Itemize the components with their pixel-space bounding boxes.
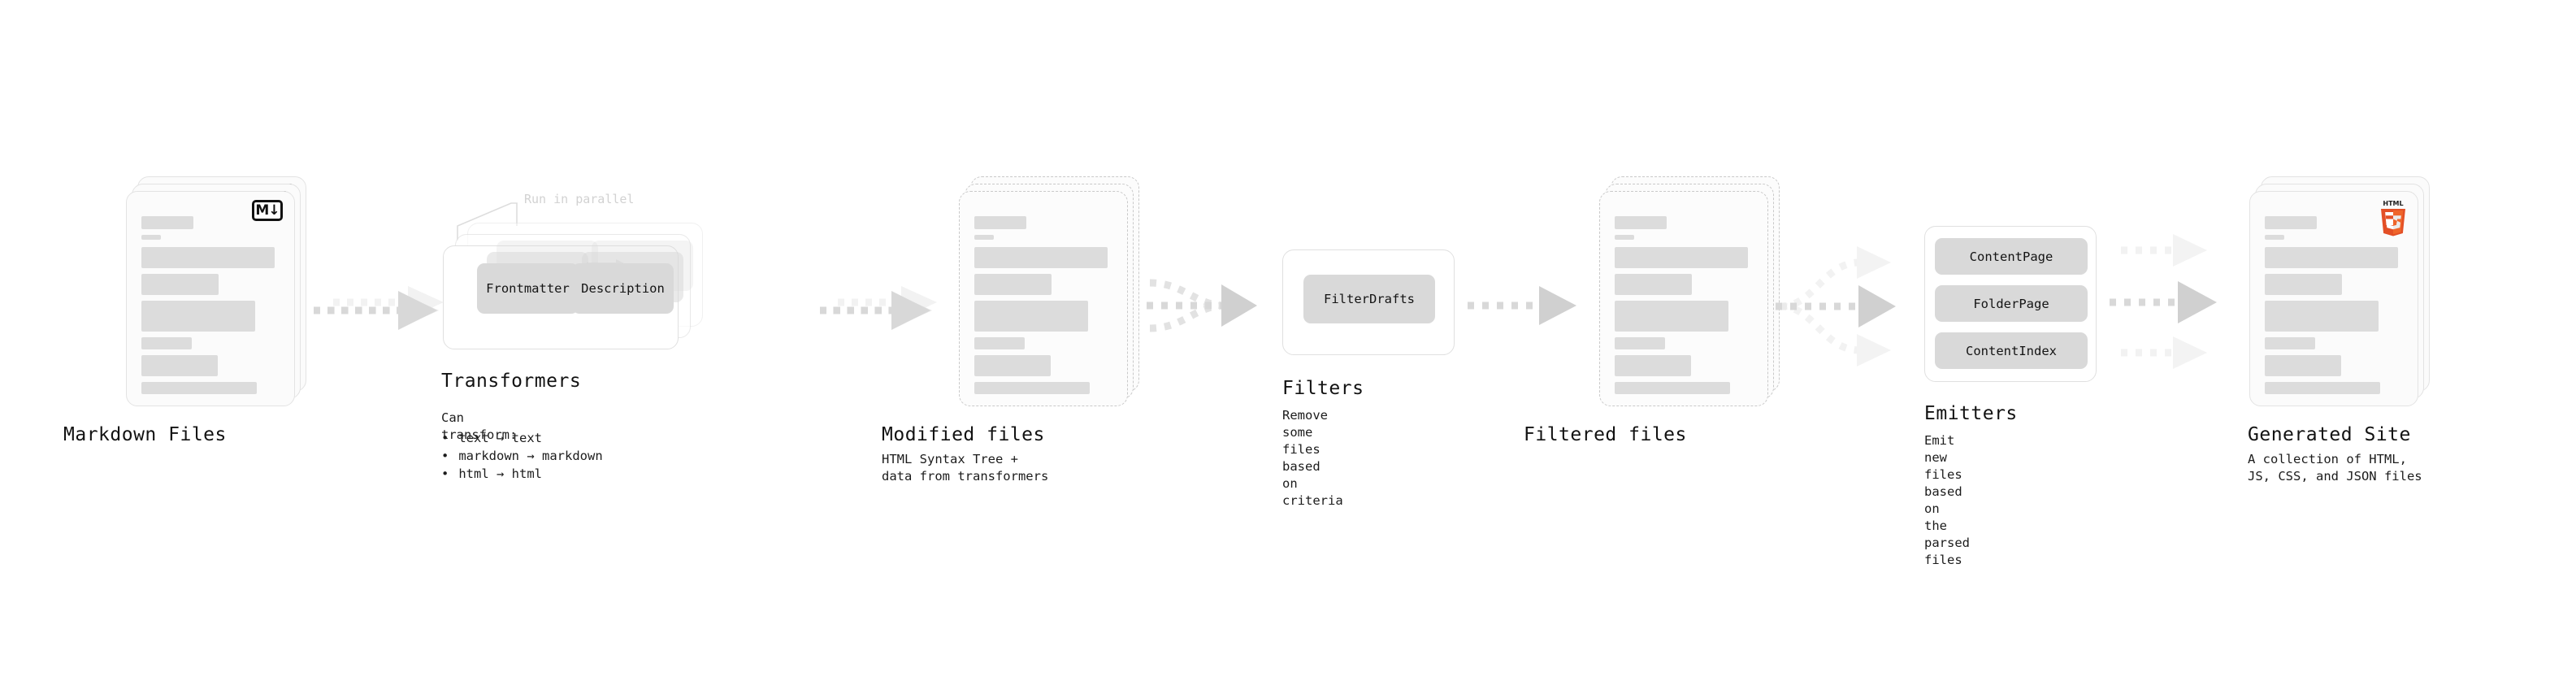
arrow-icon: [314, 286, 444, 330]
stage-title: Modified files: [882, 424, 1045, 445]
stage-filtered-files: Filtered files: [1524, 176, 1786, 445]
arrow-icon: [820, 286, 937, 330]
stage-title: Filters: [1282, 378, 1364, 399]
transformer-chip-frontmatter[interactable]: Frontmatter: [477, 263, 579, 314]
svg-text:HTML: HTML: [2383, 200, 2403, 207]
chip-label: FolderPage: [1973, 296, 2049, 311]
transformer-chip-description[interactable]: Description: [572, 263, 674, 314]
stage-description: Can transform:: [441, 410, 518, 442]
stage-generated-site: CSS HTML: [2248, 176, 2436, 484]
markdown-file-stack: M↓ M↓ M↓: [126, 176, 313, 427]
arrow-filters-to-filtered: [1463, 283, 1601, 332]
filtered-file-card-front: [1599, 191, 1768, 406]
file-content-placeholder: [960, 192, 1127, 394]
file-content-placeholder: [127, 192, 294, 394]
stage-title: Markdown Files: [63, 424, 227, 445]
markdown-file-card-front: M↓: [126, 191, 295, 406]
emitter-chip-contentindex[interactable]: ContentIndex: [1935, 332, 2088, 369]
modified-file-card-front: [959, 191, 1128, 406]
arrow-markdown-to-transformers: [307, 268, 470, 341]
markdown-icon: M↓: [252, 200, 283, 221]
arrow-filtered-to-emitters: [1776, 240, 1930, 374]
chip-label: Frontmatter: [486, 281, 570, 296]
stage-title: Transformers: [441, 371, 582, 392]
filter-chip-filterdrafts[interactable]: FilterDrafts: [1303, 275, 1435, 323]
html5-icon: HTML: [2377, 198, 2409, 236]
stage-description: A collection of HTML, JS, CSS, and JSON …: [2248, 452, 2422, 484]
run-in-parallel-label: Run in parallel: [524, 192, 635, 206]
arrow-icon: [1468, 286, 1576, 325]
emitter-shell: ContentPage FolderPage ContentIndex: [1924, 226, 2097, 382]
arrow-transformers-to-modified: [817, 268, 963, 341]
run-in-parallel-bracket-icon: [457, 202, 518, 241]
stage-description: Emit new files based on the parsed files: [1924, 433, 1970, 567]
chip-label: ContentIndex: [1966, 343, 2057, 358]
file-content-placeholder: [1600, 192, 1767, 394]
arrow-emitters-to-site: [2106, 229, 2253, 375]
stage-title: Filtered files: [1524, 424, 1687, 445]
arrow-diverge-icon: [1776, 246, 1896, 367]
arrow-icon: [2110, 234, 2217, 369]
chip-label: FilterDrafts: [1324, 292, 1415, 306]
arrow-converge-icon: [1147, 279, 1257, 332]
modified-file-stack: [959, 176, 1146, 427]
filtered-file-stack: [1599, 176, 1786, 427]
generated-html-card: HTML: [2249, 191, 2418, 406]
list-item: •markdown → markdown: [441, 449, 603, 463]
stage-markdown-files: M↓ M↓ M↓ Markdown Files: [63, 176, 313, 445]
chip-label: ContentPage: [1969, 249, 2053, 264]
arrow-modified-to-filters: [1134, 260, 1284, 358]
stage-bullet-list: •text → text •markdown → markdown •html …: [441, 429, 603, 483]
list-item: •text → text: [441, 431, 542, 445]
file-content-placeholder: [2250, 192, 2418, 394]
stage-description: Remove some files based on criteria: [1282, 408, 1343, 508]
emitter-chip-contentpage[interactable]: ContentPage: [1935, 238, 2088, 275]
emitter-chip-folderpage[interactable]: FolderPage: [1935, 285, 2088, 322]
stage-description: HTML Syntax Tree + data from transformer…: [882, 452, 1049, 484]
filter-shell: FilterDrafts: [1282, 249, 1455, 355]
stage-title: Emitters: [1924, 403, 2018, 424]
stage-modified-files: Modified files HTML Syntax Tree + data f…: [882, 176, 1146, 484]
chip-label: Description: [581, 281, 665, 296]
list-item: •html → html: [441, 466, 542, 481]
stage-title: Generated Site: [2248, 424, 2411, 445]
generated-site-stack: CSS HTML: [2249, 176, 2436, 427]
